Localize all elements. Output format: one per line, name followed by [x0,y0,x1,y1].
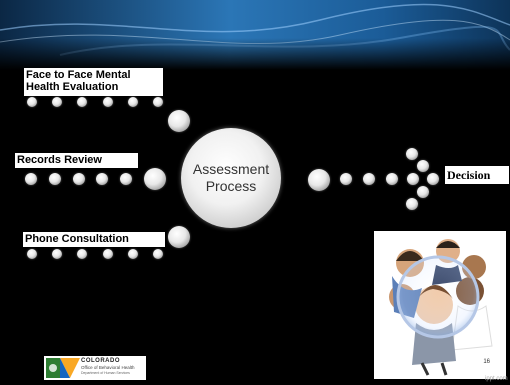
arrow-dot [406,148,418,160]
banner-background [0,0,510,70]
face-to-face-label: Face to Face Mental Health Evaluation [24,68,163,96]
flow-dot-large [168,110,190,132]
flow-dot [73,173,85,185]
flow-dot [52,249,62,259]
team-photo-illustration [389,239,493,376]
records-review-label: Records Review [15,153,138,168]
flow-dot [49,173,61,185]
image-credit: ippt.com [485,376,508,382]
team-photo: 16 [374,231,506,379]
flow-dot [25,173,37,185]
assessment-process-circle: Assessment Process [181,128,281,228]
logo-title: COLORADO [81,358,120,364]
decision-label: Decision [445,166,509,184]
arrow-dot [427,173,439,185]
flow-dot [407,173,419,185]
arrow-dot [417,186,429,198]
flow-dot [103,249,113,259]
flow-dot [52,97,62,107]
arrow-dot [417,160,429,172]
flow-dot [153,249,163,259]
flow-dot [120,173,132,185]
flow-dot [77,97,87,107]
flow-dot [27,249,37,259]
colorado-logo: COLORADO Office of Behavioral Health Dep… [44,356,146,380]
flow-dot [340,173,352,185]
page-number: 16 [483,359,490,365]
flow-dot-large [168,226,190,248]
flow-dot [386,173,398,185]
flow-dot [128,249,138,259]
phone-consultation-label: Phone Consultation [23,232,165,247]
arrow-dot [406,198,418,210]
center-text-line2: Process [205,178,257,194]
flow-dot [96,173,108,185]
logo-department: Department of Human Services [81,371,130,375]
flow-dot-large [308,169,330,191]
flow-dot [77,249,87,259]
center-text-line1: Assessment [192,161,270,177]
flow-dot [27,97,37,107]
logo-subtitle: Office of Behavioral Health [81,365,135,370]
flow-dot [153,97,163,107]
flow-dot [128,97,138,107]
flow-dot [103,97,113,107]
colorado-logo-icon [46,358,80,378]
flow-dot [363,173,375,185]
flow-dot-large [144,168,166,190]
